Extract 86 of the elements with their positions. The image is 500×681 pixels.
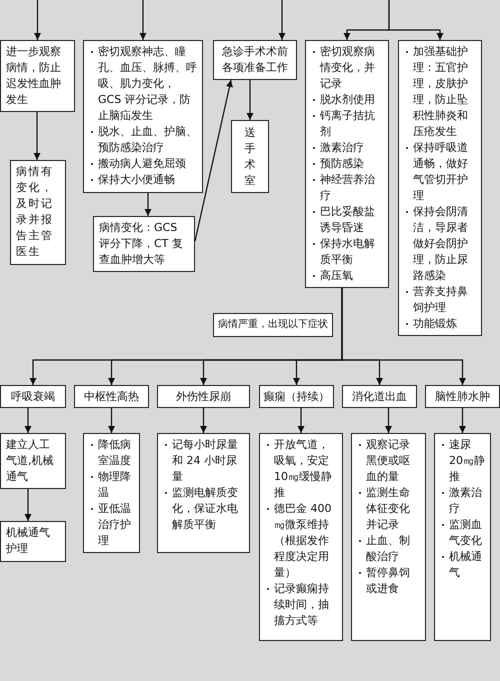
process-box [83, 433, 140, 553]
process-box [259, 433, 343, 641]
box-text: 外伤性尿崩 [175, 388, 232, 404]
process-box [213, 313, 333, 337]
arrow [34, 0, 41, 40]
box-text: 急诊手术术前各项准备工作 [221, 44, 289, 76]
bullet-item: 记录癫痫持续时间，抽搐方式等 [274, 581, 330, 629]
bullet-item: 德巴金 400㎎微泵维持（根据发作程度决定用量） [274, 501, 332, 581]
bullet-item: 物理降温 [98, 469, 132, 501]
process-box [93, 216, 195, 272]
arrow [144, 193, 152, 216]
process-box [305, 40, 389, 288]
bullet-item: 监测电解质变化，保证水电解质平衡 [172, 485, 239, 533]
arrow [24, 408, 32, 433]
bullet-item: 功能锻炼 [413, 316, 458, 332]
process-box [342, 385, 417, 408]
bullet-item: 营养支持鼻饲护理 [413, 284, 469, 316]
box-text: 病情有变化，及时记录并报告主管医生 [16, 164, 54, 260]
process-box [213, 40, 297, 80]
arrow [194, 80, 233, 242]
bullet-item: 保持会阴清洁，导尿者做好会阴护理，防止尿路感染 [413, 204, 469, 284]
box-text: 建立人工气道,机械通气 [6, 437, 54, 485]
arrow [140, 0, 146, 40]
arrow [24, 489, 32, 521]
box-text: 呼吸衰竭 [10, 388, 56, 404]
arrow [385, 408, 392, 433]
bullet-item: 监测血气变化 [449, 517, 483, 549]
process-box [74, 385, 149, 408]
box-text: 病情严重，出现以下症状 [217, 318, 329, 332]
process-box [398, 40, 482, 336]
bullet-item: 高压氧 [320, 268, 354, 284]
arrow [298, 408, 304, 433]
bullet-item: 激素治疗 [449, 485, 483, 517]
bullet-item: 加强基础护理：五官护理，皮肤护理，防止坠积性肺炎和压疮发生 [413, 44, 469, 140]
bullet-item: 保持大小便通畅 [98, 172, 176, 188]
bullet-item: 监测生命体征变化并记录 [366, 485, 411, 533]
bullet-item: 密切观察神志、瞳孔、血压、脉搏、呼吸、肌力变化，GCS 评分记录，防止脑疝发生 [98, 44, 197, 124]
bullet-item: 巴比妥酸盐诱导昏迷 [320, 204, 376, 236]
process-box [83, 40, 203, 193]
bullet-item: 机械通气 [449, 549, 483, 581]
arrow [246, 80, 254, 120]
arrow [108, 408, 115, 433]
box-text: 进一步观察病情，防止迟发性血肿发生 [6, 44, 62, 108]
process-box [259, 385, 334, 408]
process-box [434, 433, 491, 641]
box-text: 消化道出血 [351, 388, 408, 404]
process-box [425, 385, 500, 408]
process-box [0, 433, 66, 489]
arrow [200, 408, 207, 433]
bullet-item: 神经营养治疗 [320, 172, 376, 204]
box-text: 机械通气护理 [6, 525, 51, 557]
bullet-item: 脱水、止血、护脑、预防感染治疗 [98, 124, 197, 156]
process-box [0, 385, 66, 408]
bullet-item: 速尿 20㎎静推 [449, 437, 485, 485]
bullet-item: 观察记录黑便或呕血的量 [366, 437, 411, 485]
bullet-item: 钙离子拮抗剂 [320, 108, 376, 140]
bullet-item: 脱水剂使用 [320, 92, 376, 108]
arrow [459, 408, 466, 433]
arrow [278, 0, 286, 40]
process-box [351, 433, 426, 641]
bullet-item: 止血、制酸治疗 [366, 533, 411, 565]
box-text: 中枢性高热 [83, 388, 140, 404]
arrow [34, 112, 40, 160]
process-box [157, 385, 250, 408]
process-box [10, 160, 66, 265]
bullet-item: 亚低温治疗护理 [98, 501, 132, 549]
bullet-item: 密切观察病情变化，并记录 [320, 44, 376, 92]
box-text: 病情变化：GCS 评分下降，CT 复查血肿增大等 [99, 220, 184, 268]
bullet-item: 保持水电解质平衡 [320, 236, 376, 268]
bullet-item: 暂停鼻饲或进食 [366, 565, 411, 597]
box-text: 送手术室 [244, 124, 256, 188]
process-box [157, 433, 250, 553]
process-box [231, 120, 269, 193]
box-text: 脑性肺水肿 [434, 388, 491, 404]
arrow [341, 288, 466, 385]
process-box [0, 40, 75, 112]
box-text: 癫痫（持续） [262, 388, 330, 404]
bullet-item: 搬动病人避免屈颈 [98, 156, 187, 172]
bullet-item: 开放气道，吸氧，安定 10㎎缓慢静推 [274, 437, 333, 501]
bullet-item: 激素治疗 [320, 140, 365, 156]
bullet-item: 记每小时尿量和 24 小时尿量 [172, 437, 239, 485]
process-box [0, 521, 66, 562]
arrow [388, 0, 444, 40]
bullet-item: 保持呼吸道通畅，做好气管切开护理 [413, 140, 469, 204]
bullet-item: 降低病室温度 [98, 437, 132, 469]
bullet-item: 预防感染 [320, 156, 365, 172]
